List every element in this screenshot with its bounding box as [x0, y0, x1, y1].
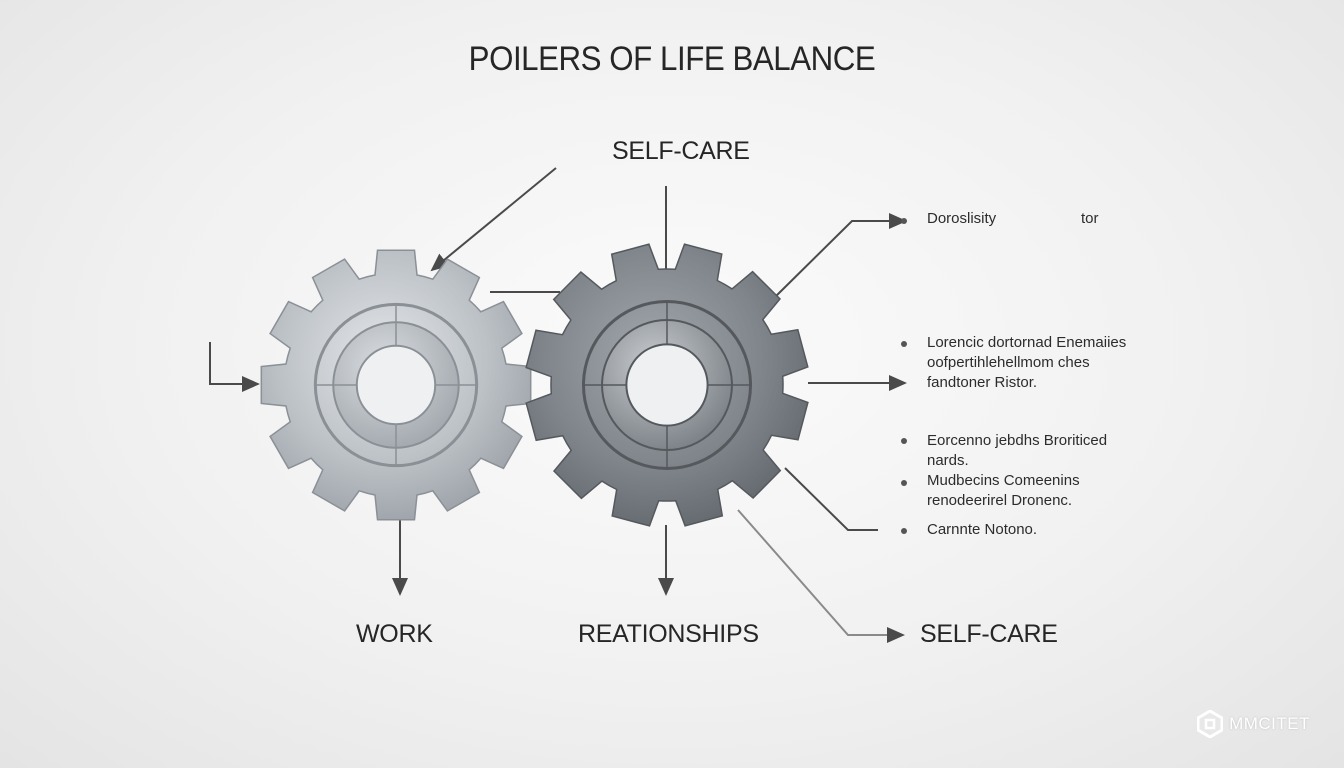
note-2-line-3: fandtoner Ristor. — [927, 374, 1038, 391]
arrow-left-input — [209, 342, 260, 392]
note-5-line-1: Carnnte Notono. — [927, 521, 1038, 538]
bullet-2 — [901, 341, 907, 347]
bullet-1 — [901, 218, 907, 224]
note-3-line-1: Eorcenno jebdhs Broriticed — [927, 432, 1108, 449]
label-relationships: REATIONSHIPS — [578, 620, 759, 648]
arrow-top-to-left-gear — [430, 167, 557, 272]
note-1-part-a: Doroslisity — [927, 210, 997, 227]
note-4-line-2: renodeerirel Dronenc. — [927, 492, 1073, 509]
bullet-5 — [901, 528, 907, 534]
note-2-line-1: Lorencic dortornad Enemaiies — [927, 334, 1127, 351]
note-4-line-1: Mudbecins Comeenins — [927, 472, 1080, 489]
gear-hole — [355, 344, 437, 426]
gear-hole — [625, 343, 709, 427]
label-self-care-bottom: SELF-CARE — [920, 620, 1058, 648]
diagram-title: POILERS OF LIFE BALANCE — [468, 40, 876, 78]
note-bullets — [901, 218, 907, 534]
bullet-4 — [901, 480, 907, 486]
watermark-logo-icon — [1197, 710, 1224, 738]
label-self-care-top: SELF-CARE — [612, 137, 750, 165]
line-to-note-5 — [784, 467, 878, 531]
label-work: WORK — [356, 620, 433, 648]
arrow-to-note-1 — [771, 213, 907, 301]
watermark: MMCITET — [1197, 710, 1310, 738]
bullet-3 — [901, 438, 907, 444]
connector-lines — [209, 167, 907, 643]
arrow-to-self-care-bottom — [737, 509, 905, 643]
watermark-text: MMCITET — [1229, 714, 1310, 733]
right-gear — [525, 243, 809, 527]
note-2-line-2: oofpertihlehellmom ches — [927, 354, 1090, 371]
note-1-part-b: tor — [1081, 210, 1099, 227]
left-gear — [260, 249, 532, 521]
note-3-line-2: nards. — [927, 452, 969, 469]
